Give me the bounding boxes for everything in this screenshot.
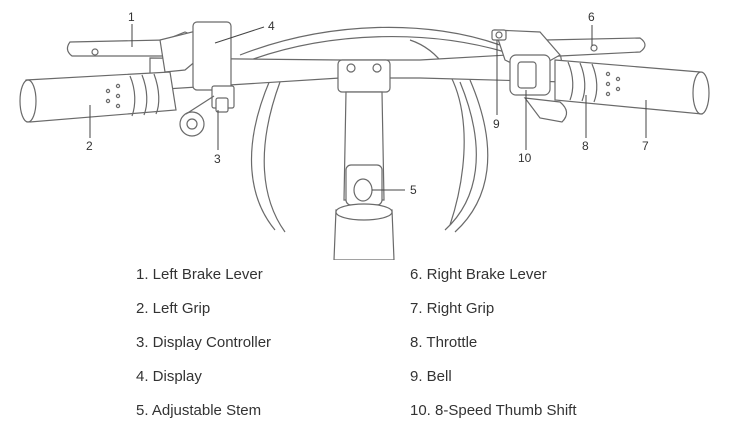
callout-10: 10 [518, 151, 532, 165]
left-grip-shape [19, 71, 177, 123]
bell-shape [491, 29, 507, 41]
callout-numbers: 1 2 3 4 5 6 7 8 9 10 [86, 10, 649, 197]
legend-item-right-grip: 7. Right Grip [410, 300, 495, 317]
display-shape [179, 21, 235, 137]
callout-7: 7 [642, 139, 649, 153]
brake-cables [239, 26, 506, 233]
right-grip-shape [554, 59, 710, 115]
handlebar-diagram: 1 2 3 4 5 6 7 8 9 10 [19, 10, 710, 260]
legend-item-adjustable-stem: 5. Adjustable Stem [136, 402, 262, 419]
legend-item-bell: 9. Bell [410, 368, 452, 385]
callout-2: 2 [86, 139, 93, 153]
legend-item-display: 4. Display [136, 368, 202, 385]
legend-item-left-brake-lever: 1. Left Brake Lever [136, 266, 263, 283]
legend-item-thumb-shift: 10. 8-Speed Thumb Shift [410, 402, 577, 419]
legend-item-display-controller: 3. Display Controller [136, 334, 272, 351]
adjustable-stem-shape [333, 59, 395, 260]
callout-3: 3 [214, 152, 221, 166]
callout-9: 9 [493, 117, 500, 131]
thumb-shift-shape [509, 54, 551, 96]
callout-4: 4 [268, 19, 275, 33]
callout-6: 6 [588, 10, 595, 24]
callout-5: 5 [410, 183, 417, 197]
callout-1: 1 [128, 10, 135, 24]
throttle-shape [523, 97, 568, 123]
callout-8: 8 [582, 139, 589, 153]
legend-item-left-grip: 2. Left Grip [136, 300, 211, 317]
legend-item-right-brake-lever: 6. Right Brake Lever [410, 266, 547, 283]
leader-lines [89, 24, 647, 191]
legend-item-throttle: 8. Throttle [410, 334, 478, 351]
